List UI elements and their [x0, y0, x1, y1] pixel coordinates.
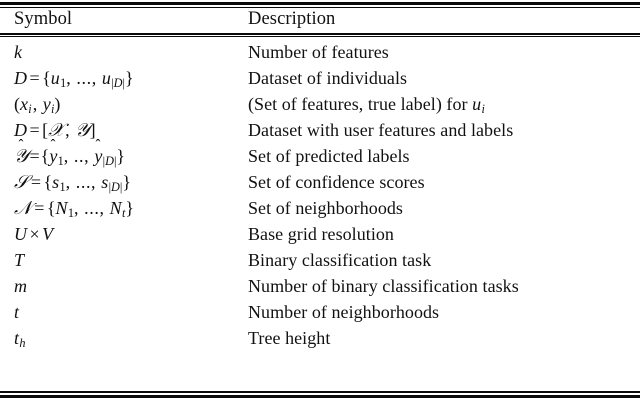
cell-symbol: th	[14, 328, 26, 351]
cell-description: Number of neighborhoods	[248, 302, 440, 322]
cell-symbol: D=[𝒳, 𝒴]	[14, 120, 96, 141]
cell-symbol: 𝒩={N1, ..., Nt}	[14, 198, 135, 221]
table-row: (xi, yi) (Set of features, true label) f…	[0, 94, 640, 120]
cell-symbol: m	[14, 276, 27, 296]
table-row: 𝒮={s1, ..., s|D|} Set of confidence scor…	[0, 172, 640, 198]
cell-description: Binary classification task	[248, 250, 432, 270]
cell-symbol: (xi, yi)	[14, 94, 61, 117]
cell-description: Base grid resolution	[248, 224, 394, 244]
cell-symbol: 𝒮={s1, ..., s|D|}	[14, 172, 131, 195]
header-separator-rule-thin	[0, 36, 640, 37]
table-bottom-rule-thick	[0, 395, 640, 398]
table-row: U×V Base grid resolution	[0, 224, 640, 250]
cell-description: Set of neighborhoods	[248, 198, 403, 218]
cell-description: Tree height	[248, 328, 331, 348]
cell-description: Dataset with user features and labels	[248, 120, 514, 140]
cell-symbol: k	[14, 42, 22, 62]
cell-symbol: t	[14, 302, 20, 322]
column-header-description: Description	[248, 9, 336, 29]
cell-symbol: T	[14, 250, 25, 270]
cell-description: Dataset of individuals	[248, 68, 408, 88]
table-row: m Number of binary classification tasks	[0, 276, 640, 302]
table-top-rule-thin	[0, 7, 640, 8]
table-row: D=[𝒳, 𝒴] Dataset with user features and …	[0, 120, 640, 146]
table-row: t Number of neighborhoods	[0, 302, 640, 328]
description-text: (Set of features, true label) for	[248, 94, 473, 114]
header-separator-rule	[0, 33, 640, 35]
table-row: ̂𝒴={̂y1, .., ̂y|D|} Set of predicted lab…	[0, 146, 640, 172]
table-row: th Tree height	[0, 328, 640, 354]
cell-symbol: ̂𝒴={̂y1, .., ̂y|D|}	[14, 146, 126, 169]
column-header-symbol: Symbol	[14, 9, 73, 29]
cell-description: Number of binary classification tasks	[248, 276, 519, 296]
cell-description: (Set of features, true label) for ui	[248, 94, 640, 117]
cell-description: Number of features	[248, 42, 389, 62]
cell-symbol: D={u1, ..., u|D|}	[14, 68, 134, 91]
cell-description: Set of confidence scores	[248, 172, 425, 192]
table-row: 𝒩={N1, ..., Nt} Set of neighborhoods	[0, 198, 640, 224]
table-row: D={u1, ..., u|D|} Dataset of individuals	[0, 68, 640, 94]
table-header-row: Symbol Description	[0, 9, 640, 35]
table-row: k Number of features	[0, 42, 640, 68]
description-math-u: u	[472, 94, 482, 114]
table-row: T Binary classification task	[0, 250, 640, 276]
table-bottom-rule-thin	[0, 391, 640, 393]
cell-description: Set of predicted labels	[248, 146, 410, 166]
description-math-subscript: i	[481, 102, 485, 117]
cell-symbol: U×V	[14, 224, 54, 244]
table-top-rule-thick	[0, 2, 640, 5]
